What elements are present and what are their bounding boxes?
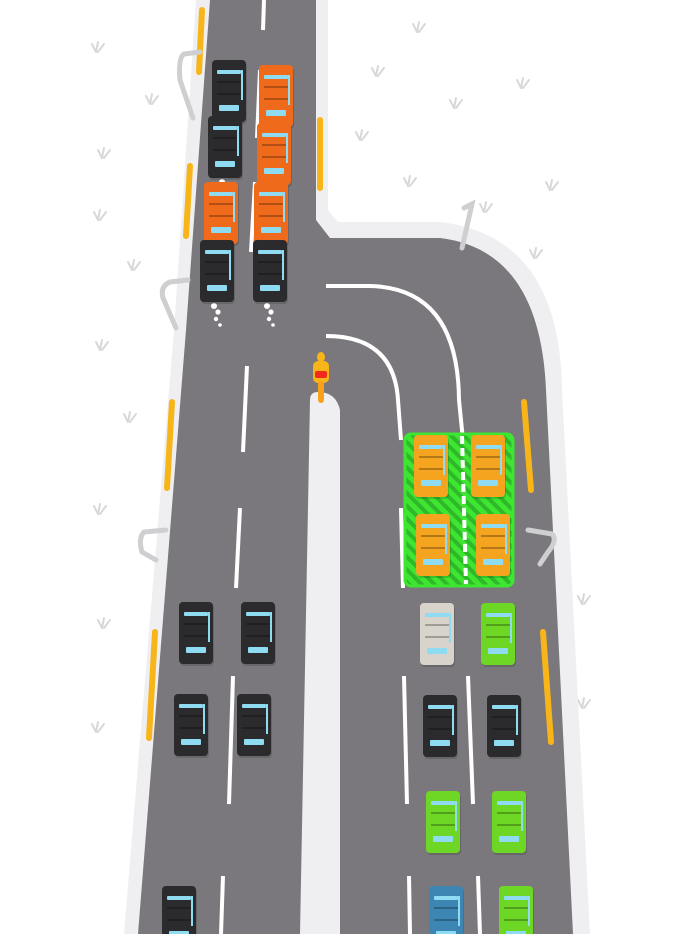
car[interactable]	[253, 240, 288, 327]
barriers	[146, 7, 554, 745]
car-body	[414, 435, 448, 497]
windshield	[430, 740, 450, 746]
exhaust-smoke	[213, 316, 219, 322]
windshield	[244, 739, 264, 745]
windshield	[421, 480, 441, 486]
car-body	[471, 435, 505, 497]
car-body	[253, 240, 287, 302]
windshield	[423, 559, 443, 565]
car[interactable]	[237, 694, 272, 758]
car[interactable]	[414, 435, 449, 499]
windshield	[248, 647, 268, 653]
car-body	[208, 116, 242, 178]
car[interactable]	[259, 65, 294, 129]
exhaust-smoke	[268, 309, 274, 315]
exhaust-smoke	[264, 303, 270, 309]
car[interactable]	[481, 603, 516, 667]
car-body	[429, 886, 463, 934]
windshield	[181, 739, 201, 745]
car[interactable]	[241, 602, 276, 666]
windshield	[207, 285, 227, 291]
car-body	[257, 123, 291, 185]
windshield	[215, 161, 235, 167]
lane-markings	[219, 0, 482, 934]
player-motorbike[interactable]	[313, 352, 329, 403]
car[interactable]	[429, 886, 464, 934]
windshield	[264, 168, 284, 174]
car[interactable]	[420, 603, 455, 667]
windshield	[186, 647, 206, 653]
windshield	[261, 227, 281, 233]
car-body	[492, 791, 526, 853]
car[interactable]	[471, 435, 506, 499]
windshield	[506, 931, 526, 934]
windshield	[436, 931, 456, 934]
car[interactable]	[200, 240, 235, 327]
car[interactable]	[174, 694, 209, 758]
cars-layer	[162, 60, 534, 934]
car-body	[174, 694, 208, 756]
car[interactable]	[208, 116, 243, 203]
car[interactable]	[426, 791, 461, 855]
windshield	[499, 836, 519, 842]
car-body	[237, 694, 271, 756]
exhaust-smoke	[271, 323, 275, 327]
car-body	[162, 886, 196, 934]
car-body	[426, 791, 460, 853]
car-body	[416, 514, 450, 576]
windshield	[211, 227, 231, 233]
car[interactable]	[499, 886, 534, 934]
car-body	[259, 65, 293, 127]
car[interactable]	[492, 791, 527, 855]
windshield	[488, 648, 508, 654]
car-body	[481, 603, 515, 665]
car-body	[212, 60, 246, 122]
street-lamps	[137, 49, 557, 567]
exhaust-smoke	[266, 316, 272, 322]
car-body	[179, 602, 213, 664]
car[interactable]	[487, 695, 522, 759]
car[interactable]	[423, 695, 458, 759]
car[interactable]	[204, 182, 239, 269]
windshield	[219, 105, 239, 111]
car-body	[241, 602, 275, 664]
windshield	[433, 836, 453, 842]
windshield	[427, 648, 447, 654]
car-body	[487, 695, 521, 757]
median-divider	[300, 392, 340, 934]
car[interactable]	[416, 514, 451, 578]
windshield	[266, 110, 286, 116]
car-body	[476, 514, 510, 576]
windshield	[483, 559, 503, 565]
car[interactable]	[179, 602, 214, 666]
car[interactable]	[476, 514, 511, 578]
car-body	[423, 695, 457, 757]
exhaust-smoke	[215, 309, 221, 315]
windshield	[169, 931, 189, 934]
exhaust-smoke	[218, 323, 222, 327]
car-body	[204, 182, 238, 244]
car-body	[420, 603, 454, 665]
car-body	[200, 240, 234, 302]
car[interactable]	[162, 886, 197, 934]
car-body	[499, 886, 533, 934]
windshield	[494, 740, 514, 746]
car[interactable]	[212, 60, 247, 124]
car-body	[254, 182, 288, 244]
windshield	[478, 480, 498, 486]
windshield	[260, 285, 280, 291]
exhaust-smoke	[211, 303, 217, 309]
